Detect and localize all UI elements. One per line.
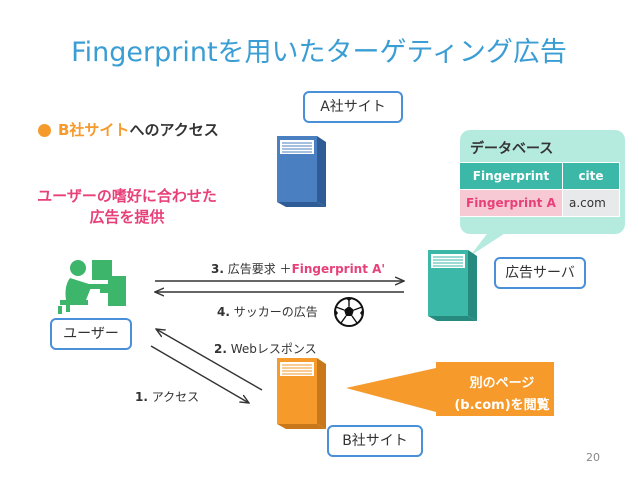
step-1-text: アクセス	[147, 390, 200, 404]
step-2-number: 2.	[214, 342, 227, 356]
callout-text: 別のページ (b.com)を閲覧	[449, 373, 555, 417]
step-3-fingerprint: Fingerprint A'	[291, 262, 386, 276]
step-4-label: 4. サッカーの広告	[217, 303, 318, 320]
database-header-row: Fingerprint cite	[459, 162, 620, 190]
db-bubble-tail	[470, 230, 510, 256]
step-3-text: 広告要求 ＋	[223, 262, 292, 276]
database-table: Fingerprint cite Fingerprint A a.com	[459, 162, 620, 217]
step-2-label: 2. Webレスポンス	[214, 340, 317, 357]
database-cell-fingerprint: Fingerprint A	[459, 189, 563, 217]
slide-title: Fingerprintを用いたターゲティング広告	[71, 37, 567, 68]
label-user: ユーザー	[50, 318, 132, 350]
bullet-dot	[38, 124, 51, 137]
step-4-text: サッカーの広告	[229, 305, 318, 319]
database-cell-cite: a.com	[562, 189, 620, 217]
step-3-label: 3. 広告要求 ＋Fingerprint A'	[211, 260, 385, 277]
label-ad-server: 広告サーバ	[494, 257, 586, 289]
arrow-access	[150, 345, 249, 403]
callout-line1: 別のページ	[469, 376, 535, 391]
arrow-web-response	[156, 329, 263, 391]
bullet-highlight: B社サイト	[58, 121, 130, 139]
database-title: データベース	[470, 141, 554, 157]
preference-note: ユーザーの嗜好に合わせた 広告を提供	[22, 186, 232, 228]
step-1-number: 1.	[135, 390, 148, 404]
preference-note-line2: 広告を提供	[89, 208, 165, 226]
user-at-desk-icon	[58, 260, 126, 314]
server-icon-b	[277, 358, 326, 429]
callout-box	[436, 362, 554, 416]
soccer-ball-icon	[334, 297, 364, 327]
label-site-b: B社サイト	[327, 425, 423, 457]
preference-note-line1: ユーザーの嗜好に合わせた	[37, 187, 217, 205]
database-header-fingerprint: Fingerprint	[459, 162, 563, 190]
label-site-a: A社サイト	[303, 91, 403, 123]
server-icon-a	[277, 136, 326, 207]
step-4-number: 4.	[217, 305, 230, 319]
step-1-label: 1. アクセス	[135, 388, 199, 405]
database-header-cite: cite	[562, 162, 620, 190]
table-row: Fingerprint A a.com	[459, 189, 620, 217]
callout-line2: (b.com)を閲覧	[454, 398, 550, 413]
callout-tail	[346, 368, 436, 412]
bullet-suffix: へのアクセス	[129, 121, 219, 139]
bullet-text: B社サイトへのアクセス	[58, 119, 219, 140]
step-2-text: Webレスポンス	[226, 342, 317, 356]
step-3-number: 3.	[211, 262, 224, 276]
server-icon-ad	[428, 250, 477, 321]
page-number: 20	[586, 451, 600, 464]
